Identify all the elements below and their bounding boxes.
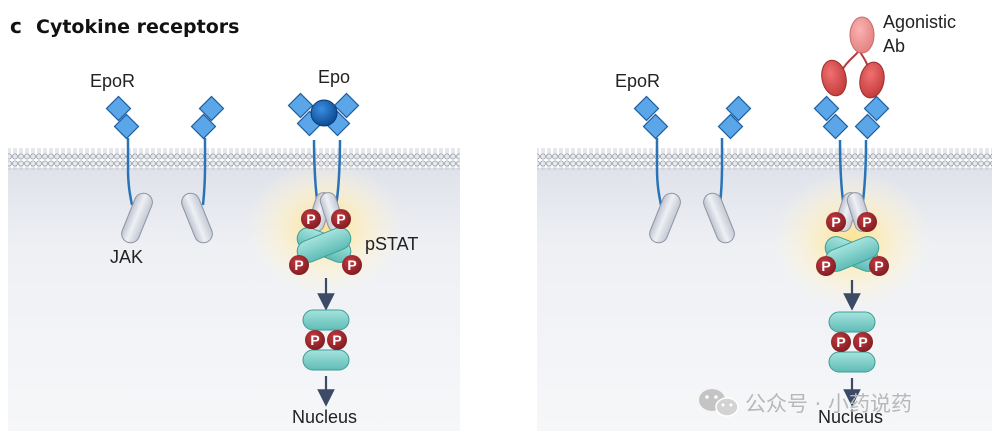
phospho-group: P	[869, 256, 889, 276]
svg-text:P: P	[862, 214, 871, 230]
figure-title: Cytokine receptors	[36, 16, 239, 38]
pstat-dimer-stacked	[302, 309, 350, 371]
phospho-group: P	[331, 209, 351, 229]
jak-kinase	[121, 192, 153, 244]
nucleus-label: Nucleus	[292, 407, 357, 427]
epor-label: EpoR	[90, 71, 135, 91]
signal-glow-left	[245, 160, 405, 296]
svg-text:P: P	[858, 334, 867, 350]
watermark: 公众号 · 小药说药	[699, 389, 912, 417]
panel-letter: c	[10, 14, 22, 38]
phospho-group: P	[831, 332, 851, 352]
phospho-group: P	[342, 255, 362, 275]
agonistic-ab-label-line2: Ab	[883, 36, 905, 56]
svg-text:P: P	[294, 257, 303, 273]
svg-text:P: P	[310, 332, 319, 348]
signal-glow-right	[772, 170, 932, 310]
phospho-group: P	[289, 255, 309, 275]
phospho-group: P	[301, 209, 321, 229]
phospho-group: P	[826, 212, 846, 232]
svg-text:P: P	[821, 258, 830, 274]
epor-receptor	[105, 95, 140, 206]
right-panel: P P P P P P EpoR Agonistic Ab	[537, 12, 992, 431]
jak-kinase	[649, 192, 681, 244]
antibody-bound-receptor-dimer	[813, 95, 890, 209]
membrane-left	[8, 148, 460, 170]
svg-text:P: P	[332, 332, 341, 348]
epor-receptor	[633, 95, 669, 206]
phospho-group: P	[853, 332, 873, 352]
svg-text:P: P	[347, 257, 356, 273]
phospho-group: P	[305, 330, 325, 350]
left-panel: P P P P P P EpoR	[8, 67, 460, 431]
svg-text:P: P	[831, 214, 840, 230]
jak-label: JAK	[110, 247, 143, 267]
svg-text:P: P	[874, 258, 883, 274]
phospho-group: P	[327, 330, 347, 350]
epor-receptor	[717, 95, 752, 206]
wechat-icon	[699, 389, 739, 417]
epor-label: EpoR	[615, 71, 660, 91]
watermark-text: 公众号 · 小药说药	[745, 392, 912, 416]
phospho-group: P	[857, 212, 877, 232]
epor-receptor	[190, 95, 225, 206]
epo-label: Epo	[318, 67, 350, 87]
svg-text:P: P	[836, 334, 845, 350]
agonistic-ab-label-line1: Agonistic	[883, 12, 956, 32]
jak-kinase	[703, 192, 735, 244]
pstat-dimer-stacked	[828, 311, 876, 373]
phospho-group: P	[816, 256, 836, 276]
membrane-right	[537, 148, 992, 170]
svg-text:P: P	[336, 211, 345, 227]
pstat-label: pSTAT	[365, 234, 418, 254]
epo-ligand	[310, 99, 338, 127]
agonistic-antibody	[821, 16, 885, 99]
nucleus-label: Nucleus	[818, 407, 883, 427]
svg-text:P: P	[306, 211, 315, 227]
jak-kinase	[181, 192, 213, 244]
